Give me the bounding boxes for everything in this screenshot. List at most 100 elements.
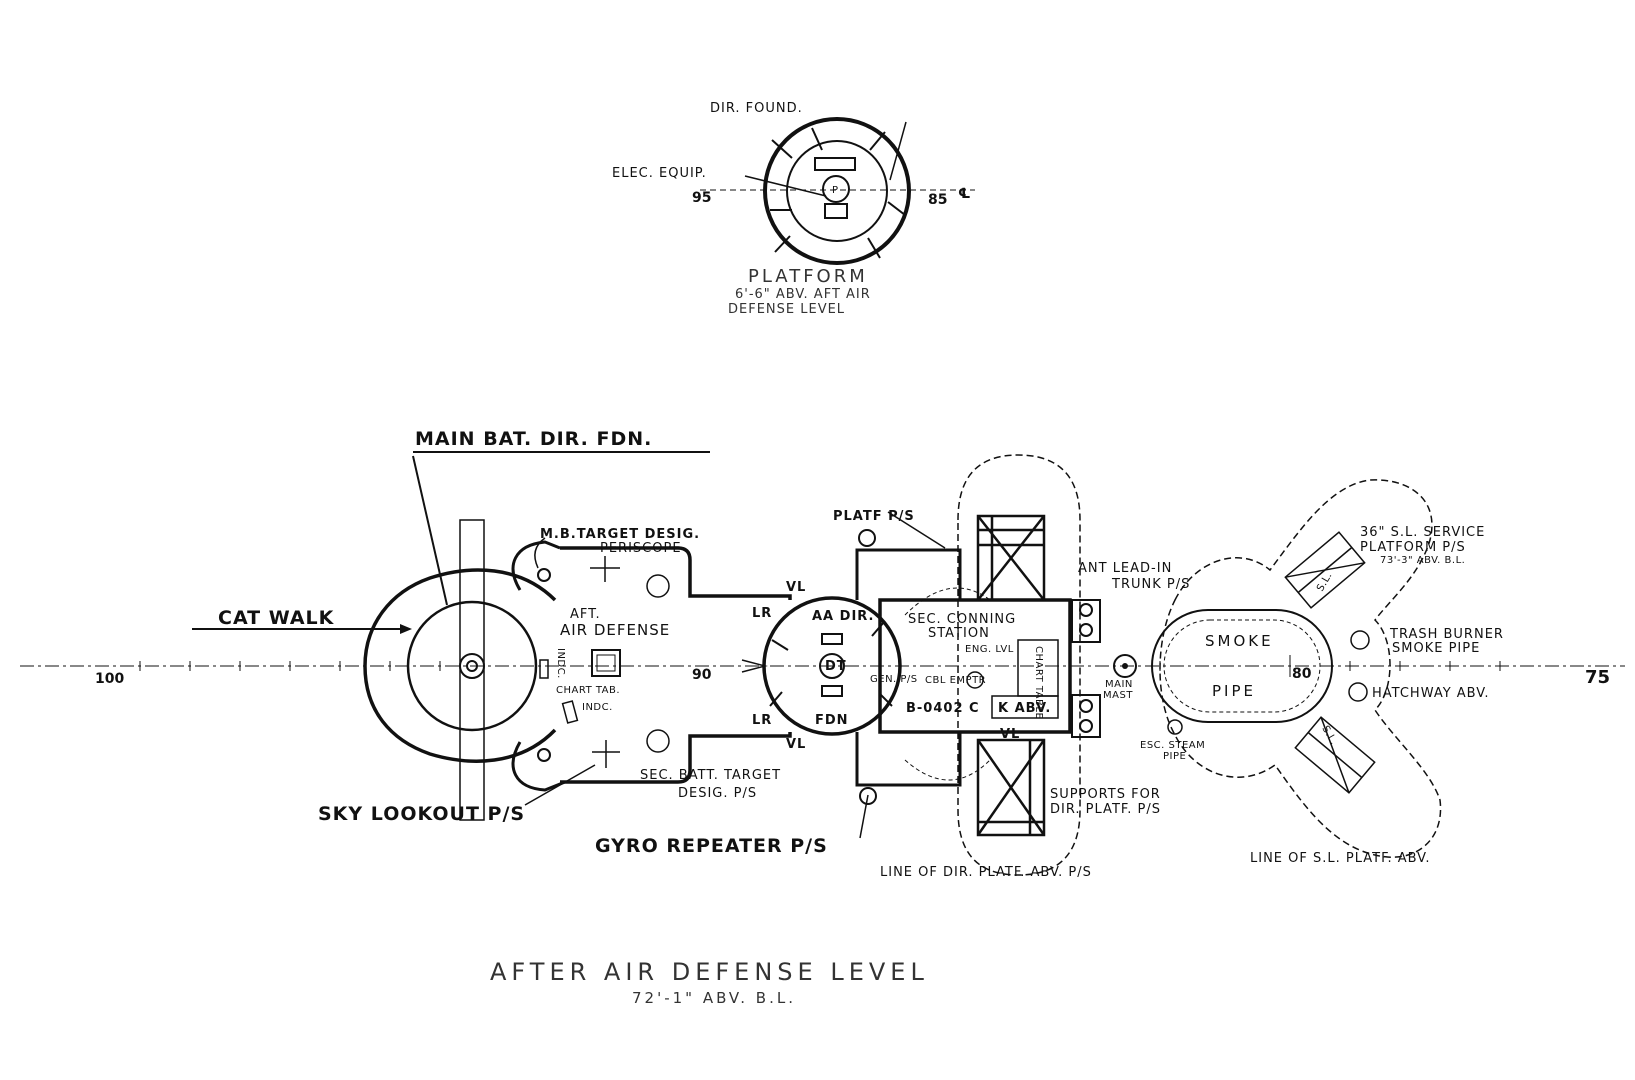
supports-label: SUPPORTS FOR xyxy=(1050,787,1161,802)
sec-batt-desig-bottom xyxy=(646,729,670,753)
code-b0402-label: B-0402 C xyxy=(906,701,980,716)
centerline-symbol: ℄ xyxy=(958,186,971,202)
main-bat-dir-circle xyxy=(406,600,538,732)
main-bat-dir-hub-inner xyxy=(466,660,478,672)
frame-85-label: 85 xyxy=(928,192,947,208)
gyro-repeater-label: GYRO REPEATER P/S xyxy=(595,835,828,857)
chart-table-label: CHART TABLE xyxy=(1033,646,1044,719)
cat-walk-arrow xyxy=(400,624,412,634)
platform-ps-outline xyxy=(855,548,962,787)
station-label: STATION xyxy=(928,626,990,641)
k-abv-box xyxy=(991,695,1059,719)
platf-ps-leader xyxy=(887,511,946,549)
dir-found-box xyxy=(814,157,856,171)
trunk-ps-label: TRUNK P/S xyxy=(1111,577,1190,592)
platform-outer-circle xyxy=(763,117,911,265)
elec-equip-box xyxy=(824,203,848,219)
esc-steam-circle xyxy=(1167,719,1183,735)
vl-right-label: VL xyxy=(1000,727,1020,742)
platform-title: PLATFORM xyxy=(748,266,868,287)
indc-box-top xyxy=(539,659,549,679)
vl-top-label: VL xyxy=(786,580,806,595)
gyro-repeater-post xyxy=(859,787,877,805)
platform-height-label: 6'-6" ABV. AFT AIR xyxy=(735,287,871,302)
trash-burner-circle xyxy=(1350,630,1370,650)
lower-lobe xyxy=(511,741,566,792)
target-cross-top xyxy=(590,556,620,582)
chart-tab-label: CHART TAB. xyxy=(556,685,620,696)
main-bat-platform-outline xyxy=(363,568,557,763)
aa-dir-cutouts xyxy=(769,621,893,707)
line-dir-platf-label: LINE OF DIR. PLATF. ABV. P/S xyxy=(880,865,1092,880)
main-bat-dir-fdn-label: MAIN BAT. DIR. FDN. xyxy=(415,428,652,450)
aa-dir-inner xyxy=(819,653,845,679)
sl-service-label: 36" S.L. SERVICE xyxy=(1360,525,1485,540)
dir-found-leader xyxy=(889,121,907,181)
main-mast-dot xyxy=(1122,663,1128,669)
cat-walk-label: CAT WALK xyxy=(218,607,335,629)
indc-vertical-label: INDC. xyxy=(555,648,566,679)
center-p-label: P xyxy=(832,185,839,196)
platform-ps-top-post xyxy=(858,529,876,547)
ant-lead-in-label: ANT LEAD-IN xyxy=(1078,561,1172,576)
main-mast-label: MAIN xyxy=(1105,679,1133,690)
elec-equip-leader xyxy=(744,175,827,197)
platform-level-label: DEFENSE LEVEL xyxy=(728,302,845,317)
indc-box-bottom xyxy=(561,700,579,724)
smoke-pipe-outer xyxy=(1151,609,1333,723)
line-sl-platf-label: LINE OF S.L. PLATF. ABV. xyxy=(1250,851,1431,866)
aa-dir-label: AA DIR. xyxy=(812,609,874,624)
dir-found-label: DIR. FOUND. xyxy=(710,101,803,116)
sky-lookout-leader xyxy=(524,764,596,806)
k-abv-label: K ABV. xyxy=(998,701,1051,716)
main-bat-dir-hub-outer xyxy=(459,653,485,679)
main-bat-dir-leader xyxy=(412,455,448,606)
esc-steam-label: ESC. STEAM xyxy=(1140,740,1205,751)
periscope-circle-bottom xyxy=(537,748,551,762)
sec-conning-arc-bottom xyxy=(904,759,991,781)
sl-platform-ps-label: PLATFORM P/S xyxy=(1360,540,1466,555)
chart-table-box xyxy=(591,649,621,677)
smoke-label: SMOKE xyxy=(1205,632,1274,650)
aa-dir-bottom-box xyxy=(821,685,843,697)
hatchway-circle xyxy=(1348,682,1368,702)
frame-90-label: 90 xyxy=(692,667,712,683)
dir-platf-ps-label: DIR. PLATF. P/S xyxy=(1050,802,1161,817)
frame-95-label: 95 xyxy=(692,190,711,206)
mast-label: MAST xyxy=(1103,690,1133,701)
drawing-title-main: AFTER AIR DEFENSE LEVEL xyxy=(490,958,929,986)
upper-lobe xyxy=(511,540,561,591)
dir-platform-dashed-outline xyxy=(957,454,1081,876)
platform-center-circle xyxy=(822,175,850,203)
frame-100-label: 100 xyxy=(95,671,124,687)
sec-conning-label: SEC. CONNING xyxy=(908,612,1016,627)
eng-lvl-label: ENG. LVL xyxy=(965,644,1014,655)
ant-lead-in-2 xyxy=(1079,623,1093,637)
gen-ps-label: GEN. P/S xyxy=(870,674,918,685)
aft-air-defense-outline xyxy=(560,546,792,784)
aa-director-area: VL LR AA DIR. DT FDN GEN. P/S LR VL PLAT… xyxy=(741,454,1190,880)
frame-75-label: 75 xyxy=(1585,667,1610,688)
aa-dir-arrow-left xyxy=(741,659,768,673)
drawing-title-sub: 72'-1" ABV. B.L. xyxy=(632,989,796,1007)
truss-support-top xyxy=(976,514,1046,602)
ant-lead-in-box-top xyxy=(1071,599,1101,643)
frame-ticks xyxy=(139,661,1501,671)
pipe-label: PIPE xyxy=(1212,682,1256,700)
sec-batt-desig-top xyxy=(646,574,670,598)
chart-table-inner xyxy=(596,654,616,672)
mb-target-desig-label: M.B.TARGET DESIG. xyxy=(540,527,700,542)
frame-80-label: 80 xyxy=(1292,666,1312,682)
sec-batt-desig-label: DESIG. P/S xyxy=(678,786,757,801)
periscope-circle-top xyxy=(537,568,551,582)
sl-unit-top xyxy=(1284,531,1366,609)
main-mast-circle xyxy=(1113,654,1137,678)
aft-label: AFT. xyxy=(570,607,601,622)
cbl-emptr-label: CBL EMPTR xyxy=(925,675,986,686)
centerline-axis: 100 90 75 xyxy=(20,661,1625,688)
fdn-label: FDN xyxy=(815,713,849,728)
vl-bottom-label: VL xyxy=(786,737,806,752)
ant-lead-in-4 xyxy=(1079,719,1093,733)
lr-top-label: LR xyxy=(752,606,772,621)
